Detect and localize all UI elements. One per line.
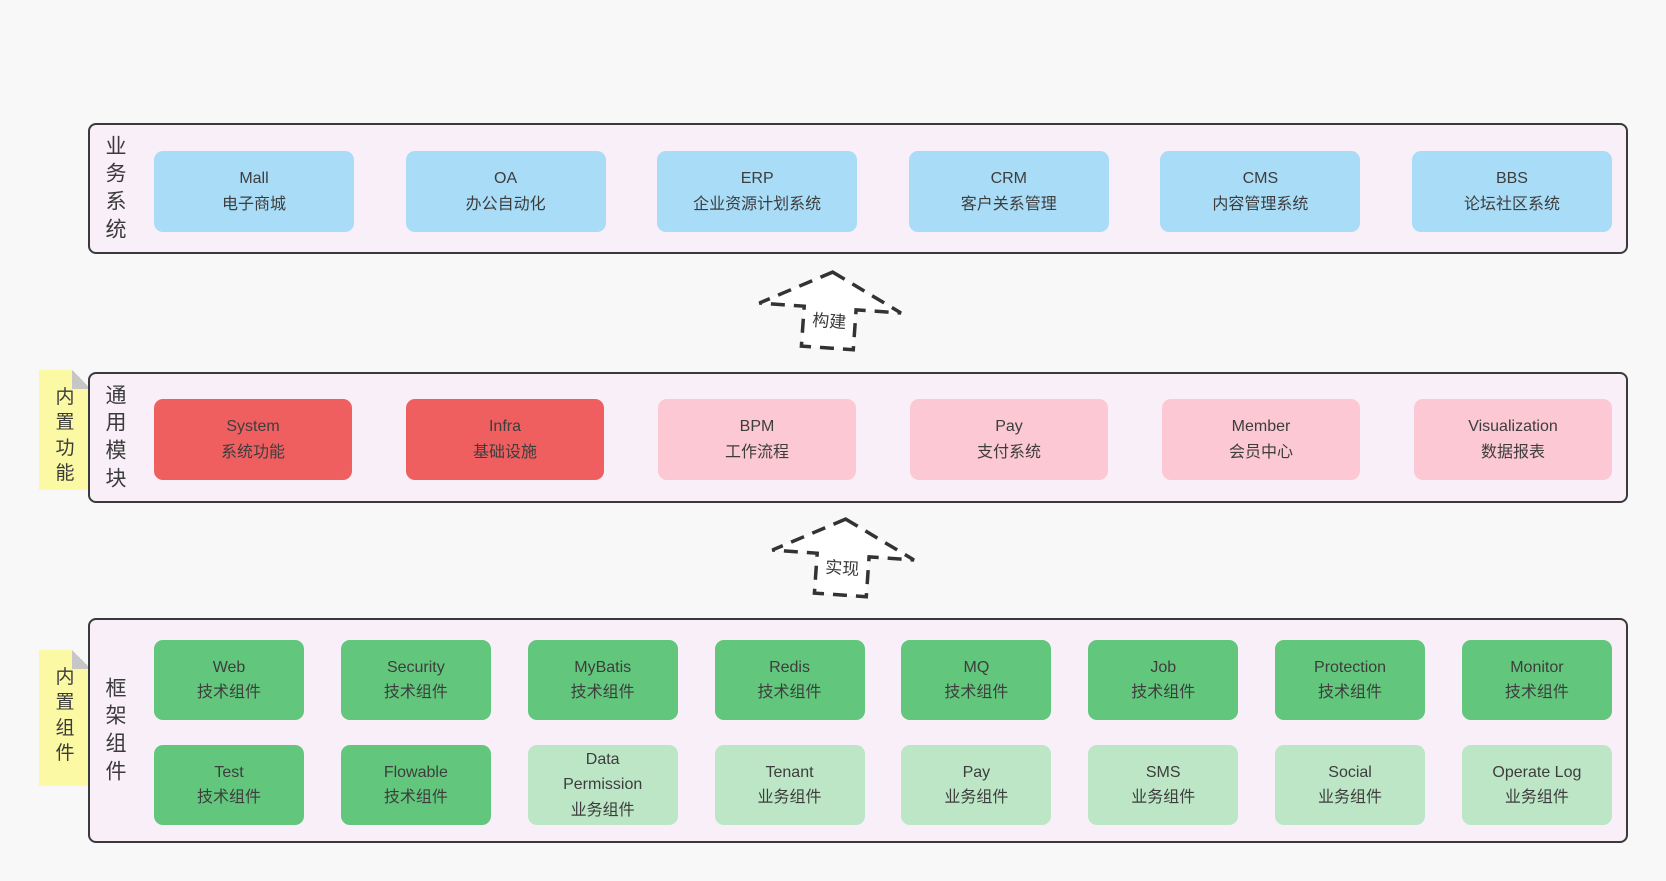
box-data-permission: Data Permission 业务组件 xyxy=(527,745,678,825)
layer-side-label: 业务系统 xyxy=(105,135,127,242)
layer-side-label: 通用模块 xyxy=(105,384,127,491)
box-member: Member 会员中心 xyxy=(1162,399,1360,480)
box-mybatis: MyBatis 技术组件 xyxy=(527,640,678,720)
up-arrow-icon xyxy=(758,270,902,352)
sticky-note-label: 内置组件 xyxy=(55,667,75,765)
layer-side-label: 框架组件 xyxy=(105,677,127,784)
box-job: Job 技术组件 xyxy=(1088,640,1239,720)
arrow-implement: 实现 xyxy=(765,510,920,604)
box-social: Social 业务组件 xyxy=(1275,745,1426,825)
box-pay-component: Pay 业务组件 xyxy=(901,745,1052,825)
layer-framework-components: 框架组件 Web 技术组件 Security 技术组件 MyBatis 技术组件… xyxy=(88,618,1628,843)
box-system: System 系统功能 xyxy=(154,399,352,480)
common-modules-row: System 系统功能 Infra 基础设施 BPM 工作流程 Pay 支付系统… xyxy=(154,399,1612,480)
box-protection: Protection 技术组件 xyxy=(1275,640,1426,720)
box-monitor: Monitor 技术组件 xyxy=(1461,640,1612,720)
box-oa: OA 办公自动化 xyxy=(405,151,606,232)
business-systems-row: Mall 电子商城 OA 办公自动化 ERP 企业资源计划系统 CRM 客户关系… xyxy=(154,151,1612,232)
note-fold-icon xyxy=(72,650,91,669)
box-operate-log: Operate Log 业务组件 xyxy=(1461,745,1612,825)
box-pay-system: Pay 支付系统 xyxy=(910,399,1108,480)
layer-common-modules: 通用模块 System 系统功能 Infra 基础设施 BPM 工作流程 Pay… xyxy=(88,372,1628,503)
box-flowable: Flowable 技术组件 xyxy=(340,745,491,825)
box-web: Web 技术组件 xyxy=(154,640,304,720)
sticky-note-builtin-features: 内置功能 xyxy=(39,370,91,490)
note-fold-icon xyxy=(72,370,91,389)
box-bpm: BPM 工作流程 xyxy=(658,399,856,480)
box-mq: MQ 技术组件 xyxy=(901,640,1052,720)
box-redis: Redis 技术组件 xyxy=(714,640,865,720)
sticky-note-label: 内置功能 xyxy=(55,387,75,485)
sticky-note-builtin-components: 内置组件 xyxy=(39,650,91,786)
arrow-build: 构建 xyxy=(752,263,907,357)
box-infra: Infra 基础设施 xyxy=(406,399,604,480)
layer-business-systems: 业务系统 Mall 电子商城 OA 办公自动化 ERP 企业资源计划系统 CRM… xyxy=(88,123,1628,254)
box-visualization: Visualization 数据报表 xyxy=(1414,399,1612,480)
box-sms: SMS 业务组件 xyxy=(1088,745,1239,825)
up-arrow-icon xyxy=(771,517,915,599)
box-cms: CMS 内容管理系统 xyxy=(1160,151,1361,232)
box-test: Test 技术组件 xyxy=(154,745,304,825)
box-bbs: BBS 论坛社区系统 xyxy=(1411,151,1612,232)
box-erp: ERP 企业资源计划系统 xyxy=(657,151,858,232)
box-security: Security 技术组件 xyxy=(340,640,491,720)
framework-components-row-1: Web 技术组件 Security 技术组件 MyBatis 技术组件 Redi… xyxy=(154,640,1612,720)
box-crm: CRM 客户关系管理 xyxy=(908,151,1109,232)
framework-components-row-2: Test 技术组件 Flowable 技术组件 Data Permission … xyxy=(154,745,1612,825)
box-mall: Mall 电子商城 xyxy=(154,151,354,232)
box-tenant: Tenant 业务组件 xyxy=(714,745,865,825)
